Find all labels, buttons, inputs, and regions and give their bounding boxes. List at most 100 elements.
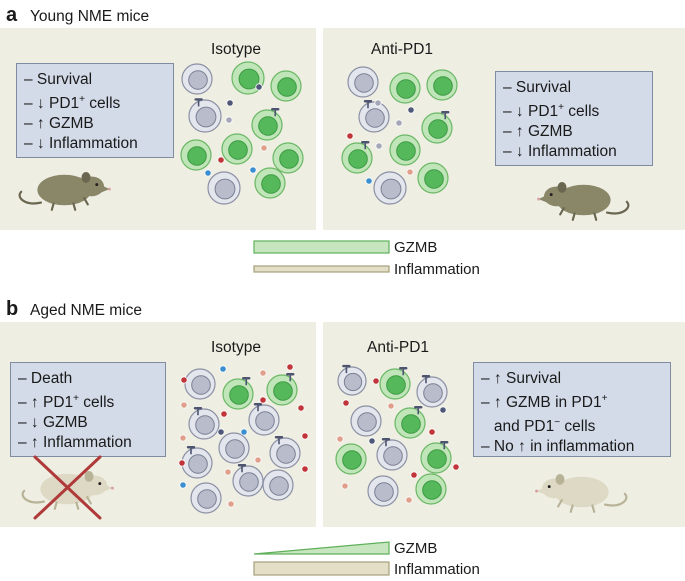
panel-b-title: Aged NME mice — [30, 302, 142, 319]
outcome-line: – No ↑ in inflammation — [481, 438, 635, 456]
grey-t-cell-icon — [248, 403, 280, 436]
green-t-cell-icon — [221, 133, 253, 165]
death-cross-icon — [33, 455, 102, 520]
panel-a-antipd1-title: Anti-PD1 — [371, 41, 434, 58]
green-t-cell-icon — [254, 167, 286, 199]
panel-a-antipd1-outcomes-box: – Survival – ↓ PD1+ cells – ↑ GZMB – ↓ I… — [495, 71, 653, 166]
grey-t-cell-icon — [269, 436, 301, 469]
cytokine-dot-icon — [341, 482, 349, 490]
green-t-cell-icon — [415, 473, 447, 505]
cytokine-dot-icon — [204, 169, 212, 177]
pd1-receptor-icon — [193, 407, 203, 416]
panel-a-title: Young NME mice — [30, 8, 150, 25]
outcome-line: – Death — [18, 370, 73, 387]
grey-t-cell-icon — [347, 66, 379, 98]
outcome-line: – ↓ GZMB — [18, 414, 88, 432]
grey-t-cell-icon — [262, 469, 294, 501]
outcome-line: – ↓ Inflammation — [503, 143, 617, 161]
panel-b-legend-inflammation: Inflammation — [394, 561, 480, 578]
panel-b-antipd1-outcomes-box: – ↑ Survival – ↑ GZMB in PD1+ and PD1− c… — [473, 362, 671, 457]
cytokine-dot-icon — [224, 468, 232, 476]
cytokine-dot-icon — [225, 116, 233, 124]
pd1-receptor-icon — [242, 377, 251, 386]
green-t-cell-icon — [266, 373, 298, 406]
cytokine-dot-icon — [254, 456, 262, 464]
cytokine-dot-icon — [346, 132, 354, 140]
cytokine-dot-icon — [219, 365, 227, 373]
panel-a-isotype-title: Isotype — [211, 41, 261, 58]
pd1-receptor-icon — [271, 108, 280, 117]
outcome-line: – ↑ Survival — [481, 370, 562, 387]
cytokine-dot-icon — [428, 428, 436, 436]
grey-t-cell-icon — [190, 482, 222, 514]
cytokine-dot-icon — [439, 406, 447, 414]
cytokine-dot-icon — [375, 142, 383, 150]
grey-t-cell-icon — [376, 438, 408, 471]
cytokine-dot-icon — [255, 83, 263, 91]
grey-t-cell-icon — [416, 375, 448, 408]
panel-b-isotype-outcomes-box: – Death – ↑ PD1+ cells – ↓ GZMB – ↑ Infl… — [10, 362, 166, 457]
green-t-cell-icon — [426, 69, 458, 101]
green-t-cell-icon — [180, 139, 212, 171]
outcome-line: – Survival — [24, 71, 93, 88]
pd1-receptor-icon — [274, 436, 284, 445]
cytokine-dot-icon — [227, 500, 235, 508]
pd1-receptor-icon — [440, 441, 449, 450]
grey-t-cell-icon — [218, 432, 250, 464]
green-t-cell-icon — [417, 162, 449, 194]
cytokine-dot-icon — [180, 401, 188, 409]
cytokine-dot-icon — [217, 156, 225, 164]
green-t-cell-icon — [341, 141, 373, 174]
cytokine-dot-icon — [395, 119, 403, 127]
cytokine-dot-icon — [374, 99, 382, 107]
green-t-cell-icon — [379, 367, 411, 400]
green-t-cell-icon — [389, 134, 421, 166]
grey-t-cell-icon — [207, 171, 241, 205]
pd1-receptor-icon — [253, 403, 263, 412]
cytokine-dot-icon — [301, 465, 309, 473]
grey-t-cell-icon — [373, 171, 407, 205]
grey-t-cell-icon — [181, 63, 213, 95]
outcome-line: – ↓ Inflammation — [24, 135, 138, 153]
green-t-cell-icon — [394, 406, 426, 439]
cytokine-dot-icon — [178, 459, 186, 467]
grey-t-cell-icon — [367, 475, 399, 507]
green-t-cell-icon — [251, 108, 283, 141]
pd1-receptor-icon — [342, 364, 351, 374]
cytokine-dot-icon — [407, 106, 415, 114]
cytokine-dot-icon — [249, 166, 257, 174]
panel-a-legend-inflammation: Inflammation — [394, 261, 480, 278]
panel-b-antipd1-title: Anti-PD1 — [367, 339, 430, 356]
grey-t-cell-icon — [181, 446, 213, 479]
grey-t-cell-icon — [188, 407, 220, 440]
pd1-receptor-icon — [194, 98, 203, 107]
outcome-line: – ↓ PD1+ cells — [503, 102, 600, 121]
green-t-cell-icon — [270, 70, 302, 102]
grey-t-cell-icon — [350, 405, 382, 437]
cytokine-dot-icon — [368, 437, 376, 445]
green-t-cell-icon — [420, 441, 452, 474]
outcome-line: – Survival — [503, 79, 572, 96]
grey-t-cell-icon — [337, 364, 367, 396]
pd1-receptor-icon — [414, 406, 423, 415]
cytokine-dot-icon — [406, 168, 414, 176]
outcome-line: – ↑ PD1+ cells — [18, 393, 115, 412]
outcome-line: – ↑ GZMB — [503, 123, 573, 141]
panel-b-legend-gzmb: GZMB — [394, 540, 438, 557]
cytokine-dot-icon — [405, 496, 413, 504]
pd1-receptor-icon — [361, 141, 370, 150]
aged-mouse-icon — [535, 474, 628, 513]
cytokine-dot-icon — [259, 369, 267, 377]
pd1-receptor-icon — [441, 111, 450, 120]
pd1-receptor-icon — [186, 446, 196, 455]
cytokine-dot-icon — [179, 481, 187, 489]
cytokine-dot-icon — [342, 399, 350, 407]
cytokine-dot-icon — [260, 144, 268, 152]
cytokine-dot-icon — [365, 177, 373, 185]
cytokine-dot-icon — [217, 428, 225, 436]
panel-a-letter: a — [6, 4, 18, 26]
outcome-line: – ↑ Inflammation — [18, 434, 132, 452]
pd1-receptor-icon — [399, 367, 408, 376]
grey-t-cell-icon — [188, 98, 222, 133]
cytokine-dot-icon — [372, 377, 380, 385]
